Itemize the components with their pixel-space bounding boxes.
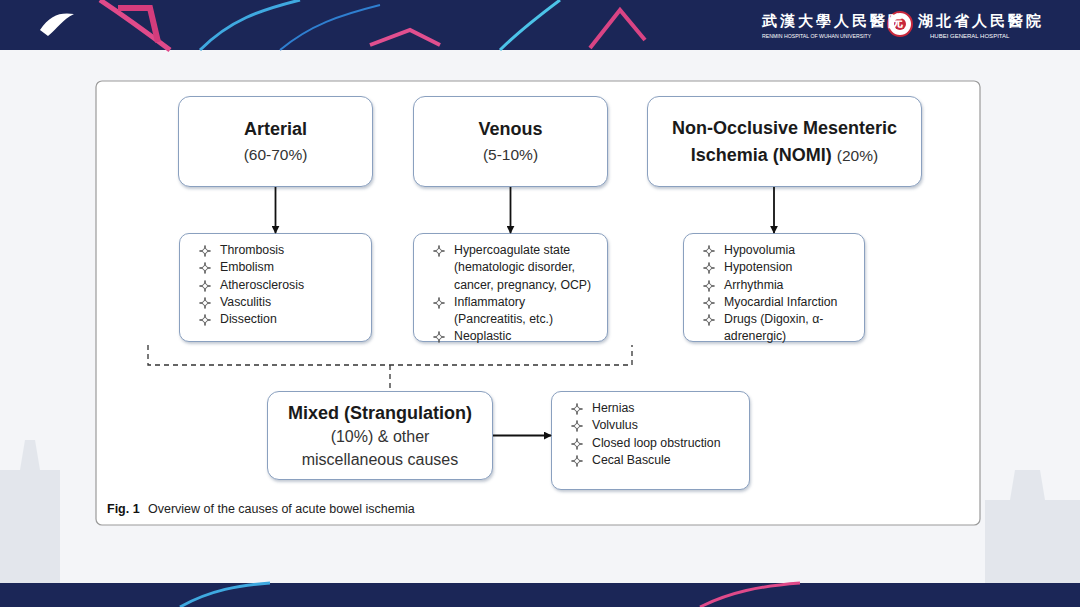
list-item: Atherosclerosis — [220, 277, 363, 294]
header-ornament — [200, 0, 300, 50]
header-ornament — [500, 0, 560, 50]
bullet-star — [572, 438, 583, 449]
figure-caption: Overview of the causes of acute bowel is… — [148, 502, 415, 516]
bullet-star — [572, 455, 583, 466]
group-bracket — [148, 345, 632, 390]
arrow-connector — [773, 187, 775, 233]
text-wrap: Non-Occlusive Mesenteric Ischemia (NOMI)… — [660, 115, 909, 169]
hospital-name-en: RENMIN HOSPITAL OF WUHAN UNIVERSITY — [762, 33, 871, 39]
header-ornament — [100, 0, 170, 50]
bullet-star — [571, 420, 583, 432]
list-item: Myocardial Infarction — [724, 294, 856, 311]
bullet-star — [199, 314, 211, 326]
list-item: Hypercoagulate state (hematologic disord… — [454, 242, 599, 294]
list-item: Hypovolumia — [724, 242, 856, 259]
figure-number: Fig. 1 — [107, 502, 140, 516]
list-item: Neoplastic — [454, 328, 599, 345]
bullet-star — [199, 245, 211, 257]
category-title: Mixed (Strangulation) — [288, 401, 472, 425]
list-item: Vasculitis — [220, 294, 363, 311]
bullet-star — [572, 404, 583, 415]
category-title: Venous — [478, 117, 542, 141]
list-item: Hypotension — [724, 259, 856, 276]
crane-logo — [40, 13, 74, 36]
list-item: Dissection — [220, 311, 363, 328]
header-ornament — [590, 10, 645, 48]
bullet-star — [572, 421, 583, 432]
category-share: (20%) — [837, 147, 878, 164]
list-item: Embolism — [220, 259, 363, 276]
category-box: Mixed (Strangulation)(10%) & other misce… — [267, 391, 493, 480]
bullet-star — [200, 263, 211, 274]
bullet-star — [433, 331, 445, 343]
bullet-star — [199, 280, 211, 292]
hospital-name: 武漢大學人民醫院 — [762, 12, 906, 31]
header-band — [0, 0, 1080, 50]
arrow-connector — [275, 187, 277, 233]
building-silhouette — [0, 440, 60, 583]
header-ornament — [370, 30, 440, 45]
bullet-star — [199, 297, 211, 309]
header-ornament — [280, 5, 380, 50]
list-item: Closed loop obstruction — [592, 435, 741, 452]
bullet-star — [571, 403, 583, 415]
footer-band — [0, 583, 1080, 607]
list-item: Drugs (Digoxin, α-adrenergic) — [724, 311, 856, 346]
bullet-star — [434, 246, 445, 257]
category-title: Arterial — [244, 117, 307, 141]
bullet-star — [571, 455, 583, 467]
cause-list-box: HypovolumiaHypotensionArrhythmiaMyocardi… — [683, 233, 865, 342]
list-item: Cecal Bascule — [592, 452, 741, 469]
cause-list-box: ThrombosisEmbolismAtherosclerosisVasculi… — [179, 233, 372, 342]
bullet-star — [200, 297, 211, 308]
bullet-star — [704, 315, 715, 326]
bullet-star — [433, 245, 445, 257]
figure-frame — [96, 81, 980, 525]
hospital-name-en: HUBEI GENERAL HOSPITAL — [930, 33, 1009, 39]
building-silhouette — [985, 470, 1080, 583]
bullet-star — [703, 297, 715, 309]
bullet-star — [433, 297, 445, 309]
bullet-star — [200, 280, 211, 291]
bullet-star — [703, 280, 715, 292]
category-box: Non-Occlusive Mesenteric Ischemia (NOMI)… — [647, 96, 922, 187]
bullet-star — [200, 315, 211, 326]
bullet-star — [200, 246, 211, 257]
bullet-star — [704, 246, 715, 257]
category-box: Venous(5-10%) — [413, 96, 608, 187]
bullet-star — [704, 280, 715, 291]
list-item: Thrombosis — [220, 242, 363, 259]
category-box: Arterial(60-70%) — [178, 96, 373, 187]
bullet-star — [703, 314, 715, 326]
list-item: Inflammatory (Pancreatitis, etc.) — [454, 294, 599, 329]
cause-list-box: Hypercoagulate state (hematologic disord… — [413, 233, 608, 342]
bullet-star — [434, 297, 445, 308]
arrow-connector — [510, 187, 512, 233]
bullet-star — [571, 438, 583, 450]
list-item: Volvulus — [592, 417, 741, 434]
list-item: Arrhythmia — [724, 277, 856, 294]
hospital-name: 湖北省人民醫院 — [918, 12, 1044, 31]
footer-ornament — [180, 583, 270, 607]
cause-list-box: HerniasVolvulusClosed loop obstructionCe… — [551, 391, 750, 490]
header-ornament — [118, 8, 158, 42]
list-item: Hernias — [592, 400, 741, 417]
footer-ornament — [700, 583, 800, 607]
arrow-connector — [493, 435, 551, 437]
bullet-star — [704, 263, 715, 274]
bullet-star — [434, 332, 445, 343]
category-share: (5-10%) — [483, 143, 538, 166]
bullet-star — [704, 297, 715, 308]
bullet-star — [703, 262, 715, 274]
category-share: (10%) & other miscellaneous causes — [290, 425, 470, 471]
bullet-star — [199, 262, 211, 274]
bullet-star — [703, 245, 715, 257]
category-share: (60-70%) — [244, 143, 308, 166]
